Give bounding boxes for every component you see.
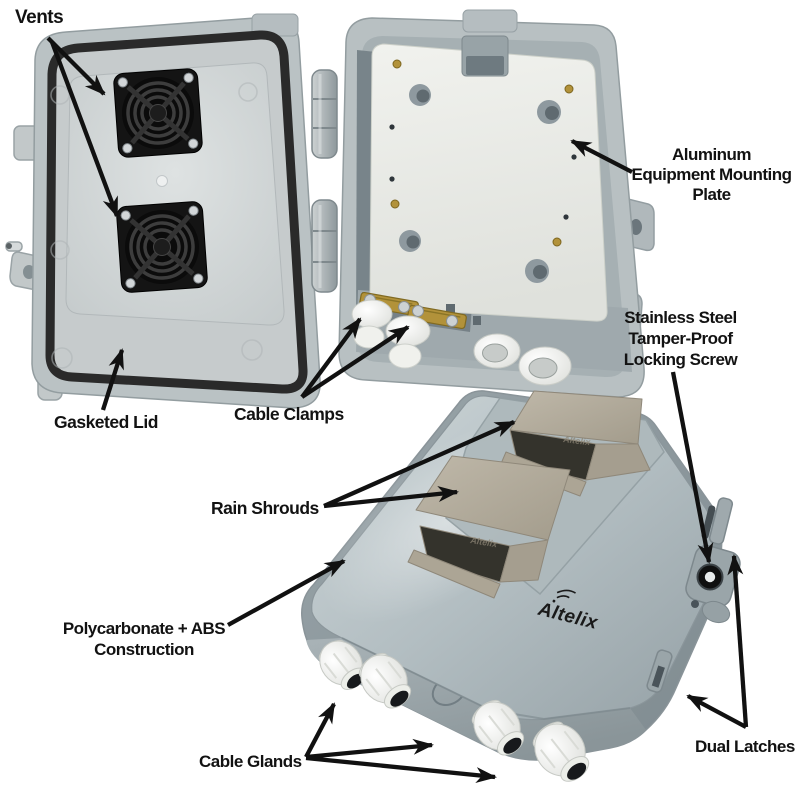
label-locking-screw: Stainless Steel Tamper-Proof Locking Scr… (593, 307, 768, 370)
label-gasketed-lid: Gasketed Lid (54, 412, 158, 432)
label-construction: Polycarbonate + ABS Construction (32, 618, 256, 660)
label-cable-clamps: Cable Clamps (234, 404, 344, 424)
label-mounting-plate: Aluminum Equipment Mounting Plate (609, 145, 800, 205)
hinge-1 (311, 69, 338, 159)
hinges (311, 69, 338, 293)
shroud-embossed-text-1: Altelix (562, 434, 592, 447)
signal-waves-icon (552, 589, 576, 603)
arrow-construction (226, 559, 346, 627)
label-line: Aluminum (671, 145, 752, 164)
label-line: Locking Screw (623, 350, 738, 369)
arrow-mounting-plate (570, 139, 633, 174)
label-line: Plate (692, 185, 731, 204)
tab-pin (6, 243, 12, 249)
latch-lower (646, 649, 673, 693)
arrow-gasketed-lid (100, 348, 125, 411)
shroud-embossed-text-2: Altelix (469, 535, 499, 549)
label-dual-latches: Dual Latches (695, 737, 795, 756)
label-line: Tamper-Proof (628, 329, 733, 348)
fan-screws (120, 205, 204, 289)
open-lid (5, 13, 321, 409)
mold-dimples (50, 82, 263, 369)
arrow-vents-2 (49, 41, 120, 218)
fan-vent-1 (113, 68, 203, 158)
fan-screws (117, 72, 199, 154)
arrow-cable-clamps-2 (300, 325, 410, 399)
fan-vent-2 (116, 201, 208, 293)
lug-hole (630, 219, 642, 235)
label-rain-shrouds: Rain Shrouds (211, 498, 319, 518)
arrow-cable-glands-2 (305, 738, 434, 760)
label-line: Stainless Steel (624, 308, 737, 327)
label-line: Polycarbonate + ABS (62, 619, 226, 638)
arrow-locking-screw (670, 371, 714, 564)
lid-seam (341, 637, 631, 721)
lid-keeper (461, 35, 509, 77)
cable-gland-4 (532, 721, 590, 782)
plate-pilot-holes (389, 124, 577, 220)
label-vents: Vents (15, 7, 64, 28)
plate-grommet-holes (399, 84, 561, 283)
base-top-tab (462, 9, 518, 33)
exterior-cable-glands (318, 639, 590, 782)
shelf-clips (446, 304, 481, 325)
label-line: Construction (94, 640, 194, 659)
arrow-cable-glands-3 (305, 755, 497, 784)
plate-brass-screws (390, 59, 574, 247)
cable-gland-2 (358, 652, 412, 709)
rain-shroud-2 (407, 455, 571, 599)
arrow-vents-1 (46, 36, 106, 96)
arrow-cable-clamps-1 (300, 317, 362, 399)
cable-clamps (359, 291, 467, 330)
callout-arrows (46, 36, 749, 784)
gasket-ring (45, 30, 308, 394)
arrow-rain-shrouds-2 (323, 486, 459, 509)
open-base (338, 9, 655, 398)
closed-enclosure: Altelix Altelix Altelix (301, 390, 741, 782)
tab-hole (23, 265, 35, 279)
label-line: Equipment Mounting (631, 165, 792, 184)
arrow-rain-shrouds-1 (323, 420, 516, 508)
cable-gland-3 (471, 699, 525, 756)
panel-pip (156, 175, 168, 187)
arrow-dual-latches-2 (727, 554, 749, 728)
arrow-cable-glands-1 (304, 702, 336, 759)
arrow-dual-latches-1 (686, 694, 748, 729)
hinge-2 (311, 199, 338, 293)
rain-shroud-1 (499, 390, 651, 497)
label-cable-glands: Cable Glands (199, 752, 302, 771)
